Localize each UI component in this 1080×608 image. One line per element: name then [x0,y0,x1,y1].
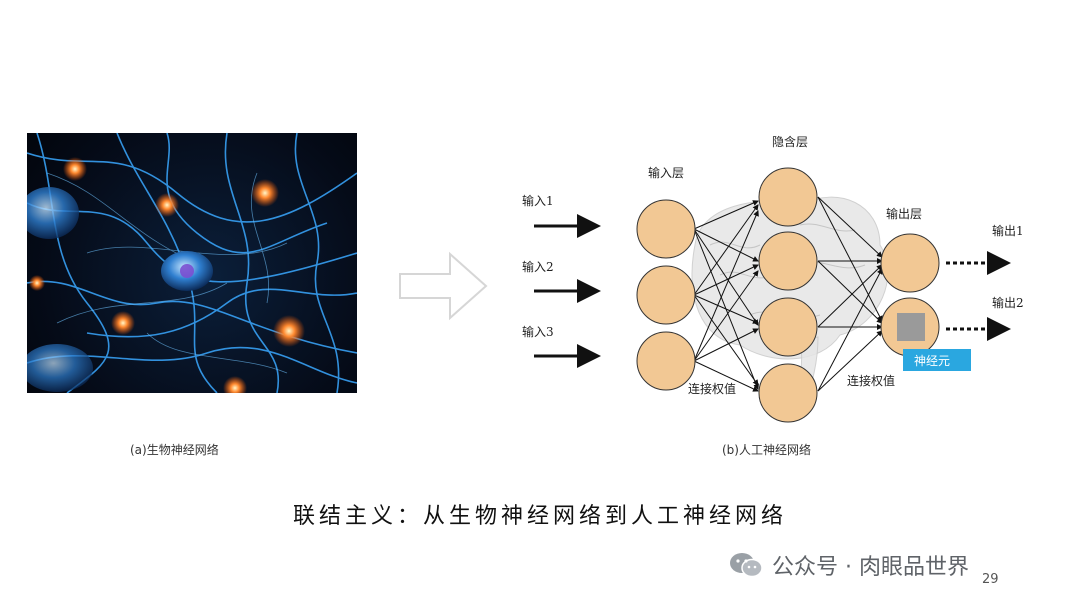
input-node [636,331,696,391]
arrow-right-icon [399,251,488,321]
artificial-neural-network-diagram: 输入层 隐含层 输出层 输入1 输入2 输入3 输出1 输出2 连接权值 连接权… [522,134,1024,423]
output-1-label: 输出1 [992,223,1024,238]
wechat-icon [730,553,763,578]
connection-lines [693,196,883,392]
watermark: 公众号 · 肉眼品世界 [728,550,969,580]
left-caption: (a)生物神经网络 [130,443,219,457]
input-arrows [534,214,601,368]
hidden-node [758,297,818,357]
watermark-text: 公众号 · 肉眼品世界 [772,555,969,580]
output-arrows [946,251,1011,341]
input-node [636,199,696,259]
input-layer-nodes [636,199,696,391]
right-caption: (b)人工神经网络 [722,443,811,457]
biological-neuron-image [27,133,357,393]
output-node [880,233,940,293]
hidden-layer-nodes [758,167,818,423]
weights-right-label: 连接权值 [847,373,895,388]
input-node [636,265,696,325]
neuron-tag-label: 神经元 [914,354,950,368]
hidden-layer-label: 隐含层 [772,134,808,149]
slide-title: 联结主义：从生物神经网络到人工神经网络 [292,504,787,529]
neuron-square-icon [897,313,925,341]
hidden-node [758,231,818,291]
output-2-label: 输出2 [992,295,1024,310]
page-number: 29 [982,572,999,587]
input-2-label: 输入2 [522,259,554,274]
input-1-label: 输入1 [522,193,554,208]
hidden-node [758,167,818,227]
hidden-node [758,363,818,423]
neuron-tag-bg [903,349,971,371]
weights-left-label: 连接权值 [688,381,736,396]
input-layer-label: 输入层 [648,165,684,180]
output-layer-label: 输出层 [886,206,922,221]
input-3-label: 输入3 [522,324,554,339]
